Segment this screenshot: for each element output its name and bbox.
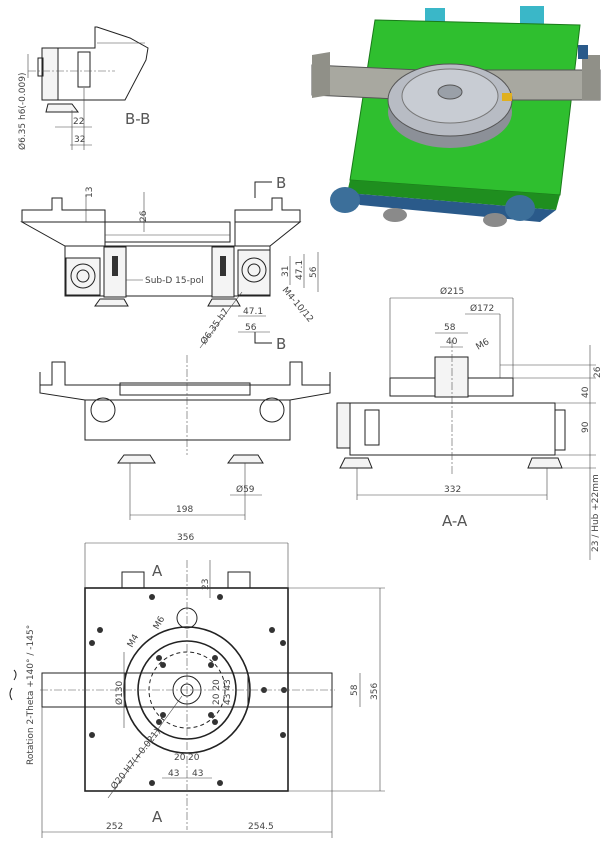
dim-31: 31	[281, 266, 291, 277]
thread-m4: M4-10/12	[280, 286, 315, 325]
section-view-aa: Ø215 Ø172 58 40 M6 26 40 90 23 / Hub +22…	[336, 286, 603, 560]
dim-56-h: 56	[245, 323, 257, 333]
dim-332: 332	[444, 485, 461, 495]
dim-254-5: 254.5	[248, 822, 274, 832]
dim-90-v: 90	[581, 421, 591, 433]
dim-198: 198	[176, 505, 193, 515]
dim-43-43-vertical: 43 43	[223, 679, 233, 705]
dim-47-1-v: 47.1	[295, 260, 305, 280]
dim-215: Ø215	[440, 286, 464, 297]
dim-172: Ø172	[470, 303, 494, 314]
connector-label: Sub-D 15-pol	[145, 276, 204, 286]
section-label-aa: A-A	[442, 512, 468, 530]
connector-block	[520, 6, 544, 26]
section-marker-a-top: A	[152, 562, 163, 580]
dim-43-left: 43	[168, 769, 179, 779]
section-view-bb: 22 32 B-B Ø6.35 h6(-0.009)	[17, 26, 150, 150]
thread-m4-top: M4	[126, 633, 142, 650]
dim-20-right: 20	[188, 753, 200, 763]
rotation-label: Rotation 2-Theta +140° / -145°	[26, 625, 36, 765]
dim-43-right: 43	[192, 769, 203, 779]
dim-40-v: 40	[581, 386, 591, 398]
section-marker-a-bottom: A	[152, 808, 163, 826]
dim-58: 58	[444, 323, 456, 333]
rotation-arrow-icon	[9, 669, 17, 701]
dim-20-20-vertical: 20 20	[212, 679, 222, 705]
top-view: A A 356 23 356 58 252 254.5 Ø130 M6 M4 2…	[9, 533, 385, 838]
dim-23: 23	[201, 579, 211, 590]
dim-22: 22	[73, 117, 84, 127]
side-view-top: Sub-D 15-pol 13 26 B B 31 47.1 56 47.1 5…	[20, 174, 319, 353]
thread-m6: M6	[475, 337, 492, 353]
dim-foot-diameter: Ø59	[236, 484, 255, 495]
front-view: 198 Ø59	[39, 355, 331, 520]
dim-130: Ø130	[114, 680, 125, 705]
dim-20-left: 20	[174, 753, 186, 763]
section-marker-b-bottom: B	[276, 335, 286, 353]
dim-13: 13	[85, 187, 95, 198]
dim-47-1-h: 47.1	[243, 307, 263, 317]
dim-356-height: 356	[370, 683, 380, 700]
dim-56-v: 56	[309, 266, 319, 278]
dim-58-rail: 58	[350, 684, 360, 696]
dim-40: 40	[446, 337, 458, 347]
stroke-label: 23 / Hub +22mm	[591, 474, 601, 552]
section-marker-b-top: B	[276, 174, 286, 192]
shaft-dim-bb: Ø6.35 h6(-0.009)	[17, 73, 28, 150]
dim-252: 252	[106, 822, 123, 832]
dim-356-width: 356	[177, 533, 194, 543]
section-label-bb: B-B	[125, 110, 150, 128]
dim-26-v: 26	[593, 366, 603, 378]
wheel	[259, 397, 285, 423]
isometric-render	[311, 6, 601, 227]
wheel	[90, 397, 116, 423]
right-motor	[237, 249, 271, 296]
dim-32: 32	[74, 135, 85, 145]
thread-m6-top: M6	[152, 615, 168, 632]
